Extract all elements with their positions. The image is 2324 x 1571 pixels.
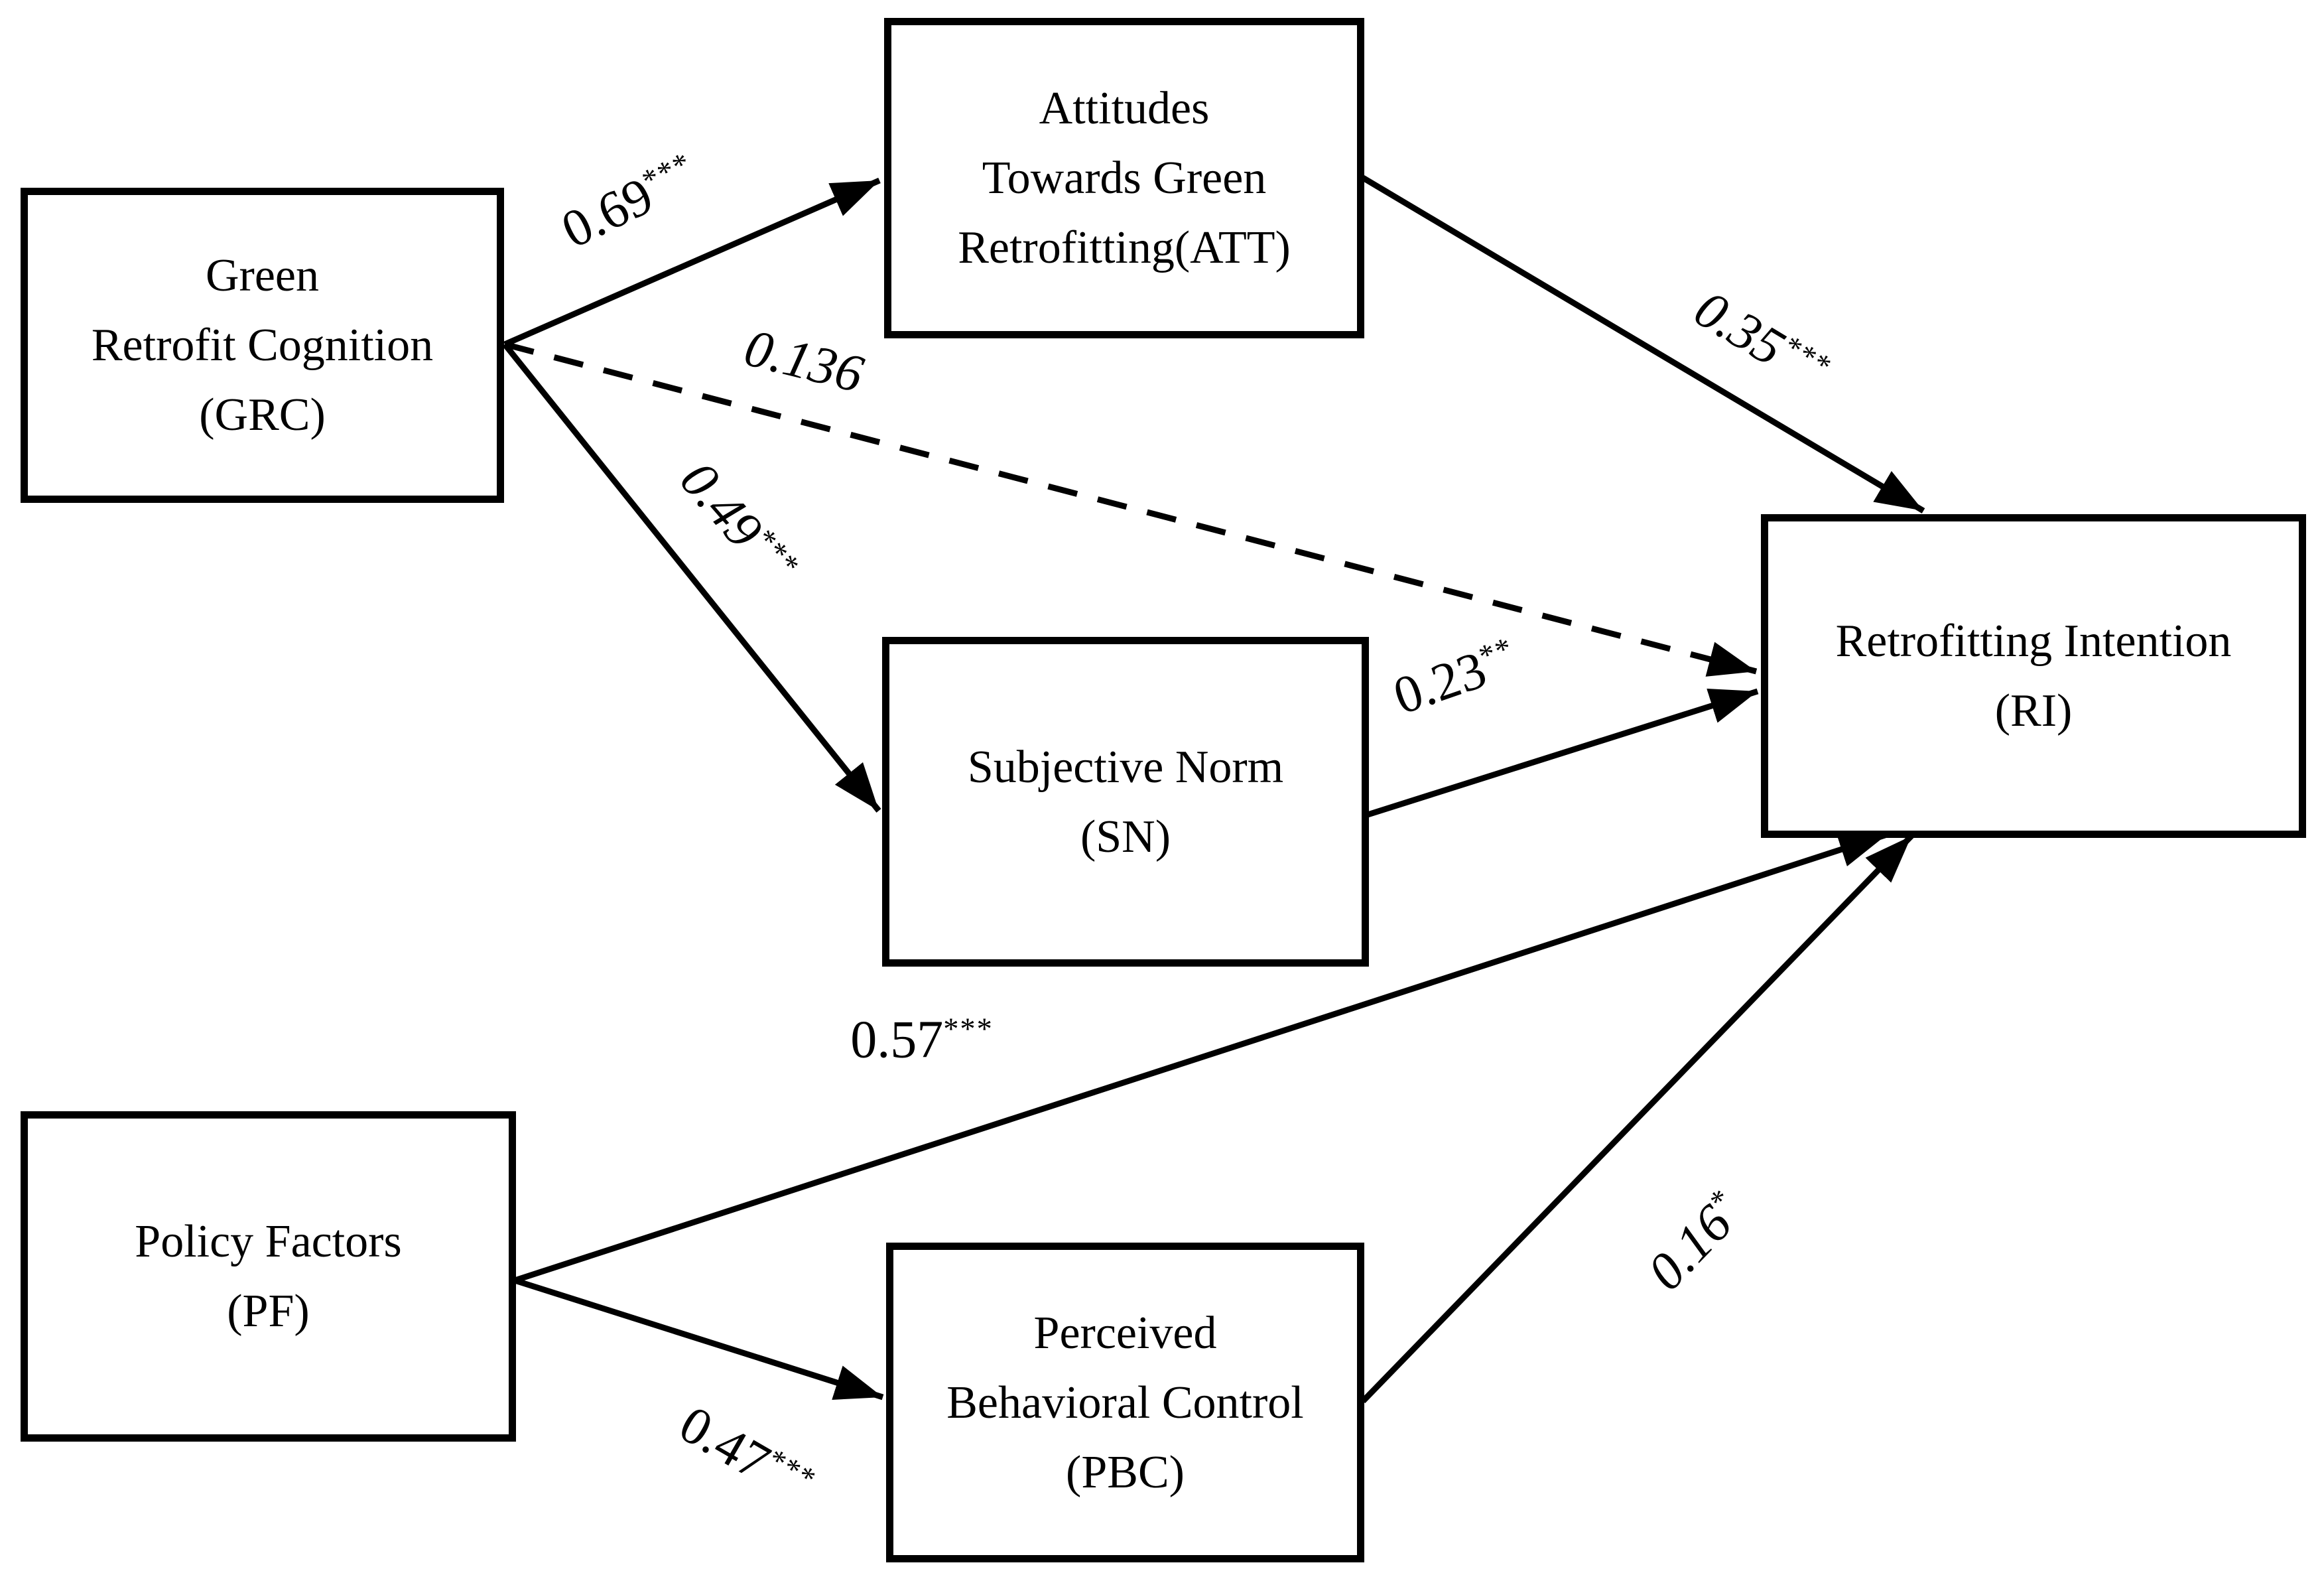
- path-sn-ri: [1366, 688, 1759, 818]
- path-grc-ri-dashed: [503, 341, 1758, 677]
- significance-stars: ***: [943, 1012, 994, 1046]
- node-label-line: Perceived: [1033, 1307, 1217, 1359]
- path-pf-pbc: [513, 1277, 884, 1400]
- path-att-ri: [1361, 175, 1925, 513]
- node-label-line: Subjective Norm: [967, 741, 1284, 793]
- node-label-line: (RI): [1994, 685, 2073, 736]
- node-label-line: Attitudes: [1039, 83, 1210, 134]
- node-green-retrofit-cognition: Green Retrofit Cognition (GRC): [21, 188, 504, 503]
- node-label-line: Green: [205, 250, 319, 301]
- node-attitudes: Attitudes Towards Green Retrofitting(ATT…: [884, 18, 1364, 338]
- node-perceived-behavioral-control: Perceived Behavioral Control (PBC): [886, 1243, 1364, 1562]
- path-grc-sn: [502, 342, 881, 813]
- path-grc-att: [503, 177, 881, 348]
- node-label-line: Retrofitting Intention: [1835, 616, 2232, 667]
- node-label-line: (SN): [1080, 811, 1171, 862]
- node-label-line: (GRC): [199, 389, 326, 441]
- node-label-line: Behavioral Control: [946, 1377, 1304, 1428]
- node-label-line: Retrofitting(ATT): [958, 222, 1291, 273]
- node-subjective-norm: Subjective Norm (SN): [882, 637, 1369, 967]
- node-label-line: (PF): [227, 1286, 310, 1337]
- coefficient-pf-ri: 0.57***: [850, 1010, 994, 1071]
- node-label-line: Retrofit Cognition: [91, 320, 434, 371]
- path-pf-ri: [513, 831, 1888, 1284]
- path-pbc-ri: [1360, 833, 1914, 1404]
- node-label-line: Policy Factors: [135, 1216, 402, 1267]
- node-retrofitting-intention: Retrofitting Intention (RI): [1761, 514, 2306, 838]
- coefficient-value: 0.57: [850, 1010, 944, 1069]
- node-label-line: Towards Green: [982, 153, 1267, 204]
- node-policy-factors: Policy Factors (PF): [21, 1111, 516, 1442]
- node-label-line: (PBC): [1066, 1446, 1185, 1498]
